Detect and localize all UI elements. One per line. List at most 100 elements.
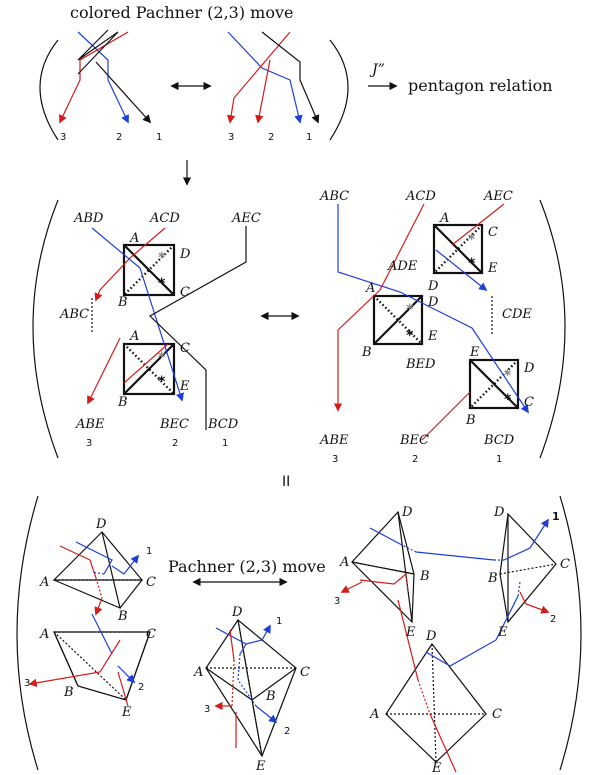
mid-left-paren — [32, 199, 59, 459]
top-left-num-3: 3 — [60, 132, 66, 143]
top-left-paren — [39, 39, 59, 141]
svg-text:E: E — [255, 759, 266, 774]
svg-text:A: A — [129, 231, 139, 246]
svg-text:E: E — [469, 345, 480, 360]
mr-num-3: 3 — [332, 454, 338, 465]
svg-text:C: C — [300, 665, 310, 680]
svg-text:E: E — [431, 761, 442, 775]
ml-side-ABC: ABC — [59, 307, 89, 322]
svg-text:D: D — [493, 505, 505, 520]
svg-text:B: B — [265, 689, 276, 704]
top-right-braid — [226, 31, 320, 124]
bot-right-tetrahedra — [340, 510, 557, 773]
svg-text:C: C — [180, 341, 190, 356]
mr-top-AEC: AEC — [483, 189, 513, 204]
svg-text:A: A — [39, 627, 49, 642]
bl-num-2: 2 — [138, 682, 144, 693]
top-right-paren — [329, 39, 349, 141]
bc-num-2: 2 — [284, 726, 290, 737]
svg-text:*: * — [158, 350, 166, 366]
svg-text:D: D — [425, 629, 437, 644]
svg-text:D: D — [427, 279, 439, 294]
svg-text:A: A — [439, 211, 449, 226]
svg-text:B: B — [117, 395, 128, 410]
mr-side-CDE: CDE — [502, 307, 532, 322]
mr-bot-ABE: ABE — [319, 433, 349, 448]
arrow-label: J” — [369, 62, 385, 78]
svg-text:D: D — [231, 605, 243, 620]
svg-text:A: A — [39, 575, 49, 590]
ml-bot-BEC: BEC — [159, 417, 189, 432]
top-right-num-3: 3 — [228, 132, 234, 143]
svg-text:*: * — [504, 392, 512, 408]
svg-text:*: * — [158, 374, 166, 390]
top-right-num-2: 2 — [268, 132, 274, 143]
svg-text:B: B — [117, 609, 128, 624]
svg-text:B: B — [63, 685, 74, 700]
mid-right-paren — [539, 199, 566, 459]
bot-left-tetrahedra — [28, 531, 151, 707]
mr-num-1: 1 — [496, 454, 502, 465]
bot-right-paren — [559, 495, 582, 771]
mr-inner-BED: BED — [405, 357, 436, 372]
svg-text:*: * — [468, 232, 476, 248]
ml-top-ABD: ABD — [73, 211, 104, 226]
svg-text:B: B — [117, 295, 128, 310]
bc-num-3: 3 — [204, 704, 210, 715]
bot-center-tetrahedron — [205, 619, 297, 758]
top-right-num-1: 1 — [306, 132, 312, 143]
svg-text:C: C — [146, 575, 156, 590]
svg-text:E: E — [487, 261, 498, 276]
relation-label: pentagon relation — [408, 76, 553, 95]
svg-text:C: C — [180, 285, 190, 300]
ml-top-ACD: ACD — [149, 211, 180, 226]
svg-text:D: D — [401, 505, 413, 520]
svg-text:D: D — [427, 295, 439, 310]
svg-text:C: C — [492, 707, 502, 722]
svg-text:C: C — [488, 225, 498, 240]
mr-bot-BEC: BEC — [399, 433, 429, 448]
ml-num-2: 2 — [172, 438, 178, 449]
svg-text:A: A — [193, 665, 203, 680]
ml-bot-BCD: BCD — [207, 417, 239, 432]
svg-text:E: E — [405, 625, 416, 640]
svg-text:*: * — [406, 302, 414, 318]
svg-text:A: A — [369, 707, 379, 722]
svg-text:C: C — [524, 395, 534, 410]
br-num-1: 1 — [552, 510, 560, 523]
svg-text:E: E — [121, 705, 132, 720]
svg-text:D: D — [95, 517, 107, 532]
svg-text:A: A — [129, 329, 139, 344]
svg-text:*: * — [504, 368, 512, 384]
svg-text:*: * — [406, 328, 414, 344]
equals-sign: II — [282, 474, 290, 490]
bl-num-1: 1 — [146, 546, 152, 557]
bl-num-3: 3 — [24, 678, 30, 689]
svg-text:C: C — [146, 627, 156, 642]
br-num-2: 2 — [550, 614, 556, 625]
svg-text:C: C — [560, 557, 570, 572]
svg-text:B: B — [487, 571, 498, 586]
top-left-braid — [59, 29, 152, 124]
bottom-center-title: Pachner (2,3) move — [168, 557, 326, 576]
svg-text:D: D — [179, 247, 191, 262]
star-icon: * — [158, 250, 166, 266]
ml-bot-ABE: ABE — [75, 417, 105, 432]
svg-text:A: A — [365, 281, 375, 296]
svg-text:*: * — [158, 276, 166, 292]
ml-num-1: 1 — [222, 438, 228, 449]
bc-num-1: 1 — [276, 616, 282, 627]
svg-text:B: B — [361, 345, 372, 360]
mid-right-diagram: * * * * * * — [333, 203, 529, 441]
ml-top-AEC: AEC — [231, 211, 261, 226]
svg-text:B: B — [465, 413, 476, 428]
ml-num-3: 3 — [86, 438, 92, 449]
mr-bot-BCD: BCD — [483, 433, 515, 448]
svg-text:*: * — [468, 256, 476, 272]
svg-text:B: B — [419, 569, 430, 584]
svg-text:A: A — [339, 555, 349, 570]
bot-left-paren — [16, 495, 39, 771]
mr-top-ACD: ACD — [405, 189, 436, 204]
svg-text:E: E — [497, 625, 508, 640]
